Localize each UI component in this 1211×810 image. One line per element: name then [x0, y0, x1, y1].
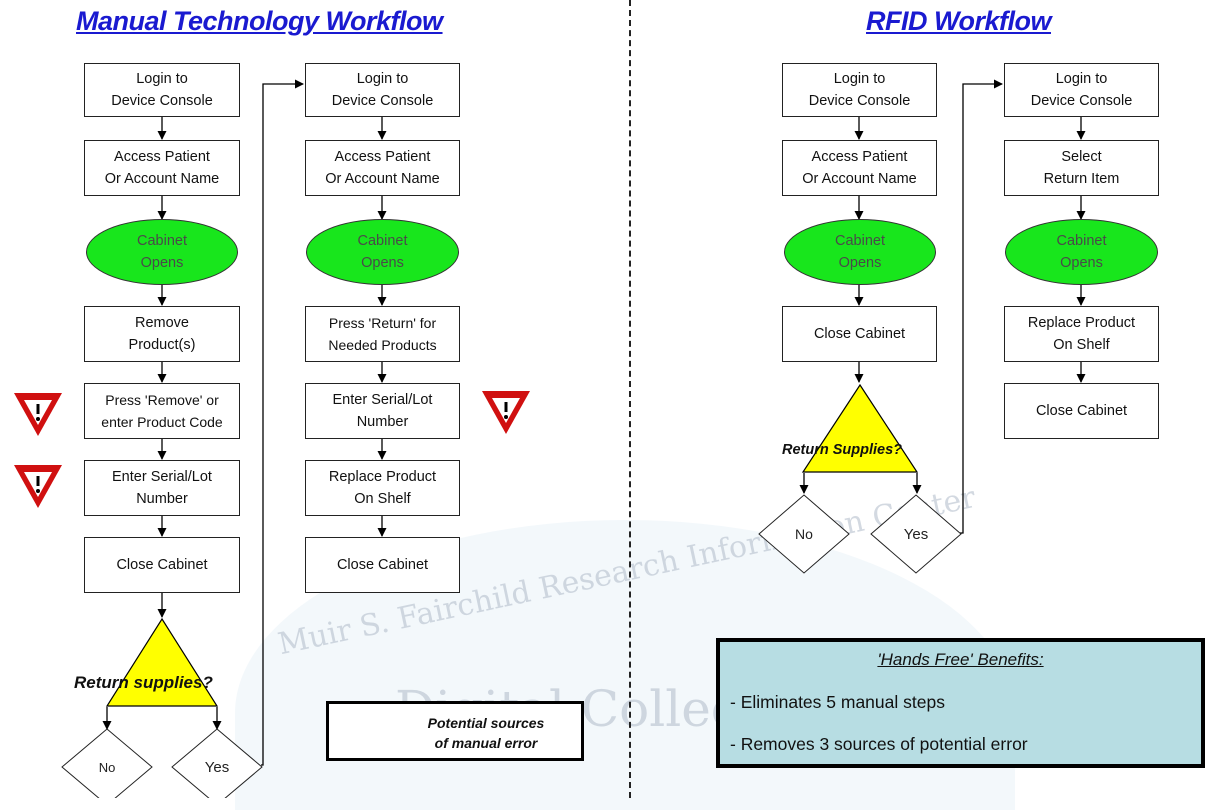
- diamond-yes: [171, 728, 263, 798]
- m1-remove-step: Remove Product(s): [84, 306, 240, 362]
- r-no-label: No: [795, 526, 813, 542]
- diamond-yes: [870, 494, 962, 574]
- rfid-workflow-title: RFID Workflow: [866, 6, 1052, 36]
- manual-workflow-title: Manual Technology Workflow: [76, 6, 443, 36]
- benefits-box: 'Hands Free' Benefits: - Eliminates 5 ma…: [716, 638, 1205, 768]
- m-no-label: No: [98, 760, 116, 775]
- benefit-item: - Eliminates 5 manual steps: [730, 692, 945, 712]
- decision-triangle: [105, 617, 219, 707]
- warning-triangle-icon: [14, 465, 62, 508]
- r2-login-step: Login to Device Console: [1004, 63, 1159, 117]
- r2-cabinet-opens: Cabinet Opens: [1005, 219, 1158, 285]
- m1-access-step: Access Patient Or Account Name: [84, 140, 240, 196]
- m2-press-return-step: Press 'Return' for Needed Products: [305, 306, 460, 362]
- diamond-no: [758, 494, 850, 574]
- decision-triangle: [801, 383, 919, 473]
- m2-access-step: Access Patient Or Account Name: [305, 140, 460, 196]
- section-divider: [629, 0, 631, 798]
- legend-text: Potential sources of manual error: [427, 715, 545, 751]
- r-yes-label: Yes: [903, 526, 929, 543]
- m1-login-step: Login to Device Console: [84, 63, 240, 117]
- benefit-item: - Removes 3 sources of potential error: [730, 734, 1028, 754]
- benefits-title: 'Hands Free' Benefits:: [877, 650, 1044, 669]
- m1-serial-step: Enter Serial/Lot Number: [84, 460, 240, 516]
- diamond-no: [61, 728, 153, 798]
- r1-login-step: Login to Device Console: [782, 63, 937, 117]
- r2-select-step: Select Return Item: [1004, 140, 1159, 196]
- m-decision-label: Return supplies?: [74, 673, 213, 692]
- r1-close-step: Close Cabinet: [782, 306, 937, 362]
- m2-serial-step: Enter Serial/Lot Number: [305, 383, 460, 439]
- arrow-yes-loop: [261, 79, 304, 766]
- r2-replace-step: Replace Product On Shelf: [1004, 306, 1159, 362]
- m2-cabinet-opens: Cabinet Opens: [306, 219, 459, 285]
- m2-close-step: Close Cabinet: [305, 537, 460, 593]
- arrow-yes-loop: [960, 79, 1003, 534]
- r-decision-label: Return Supplies?: [782, 442, 903, 458]
- r2-close-step: Close Cabinet: [1004, 383, 1159, 439]
- m-yes-label: Yes: [204, 759, 230, 776]
- warning-triangle-icon: [14, 393, 62, 436]
- warning-triangle-icon: [482, 391, 530, 434]
- r1-cabinet-opens: Cabinet Opens: [784, 219, 936, 285]
- m1-cabinet-opens: Cabinet Opens: [86, 219, 238, 285]
- m2-login-step: Login to Device Console: [305, 63, 460, 117]
- legend-box: Potential sources of manual error: [326, 701, 584, 761]
- m2-replace-step: Replace Product On Shelf: [305, 460, 460, 516]
- m1-press-remove-step: Press 'Remove' or enter Product Code: [84, 383, 240, 439]
- m1-close-step: Close Cabinet: [84, 537, 240, 593]
- r1-access-step: Access Patient Or Account Name: [782, 140, 937, 196]
